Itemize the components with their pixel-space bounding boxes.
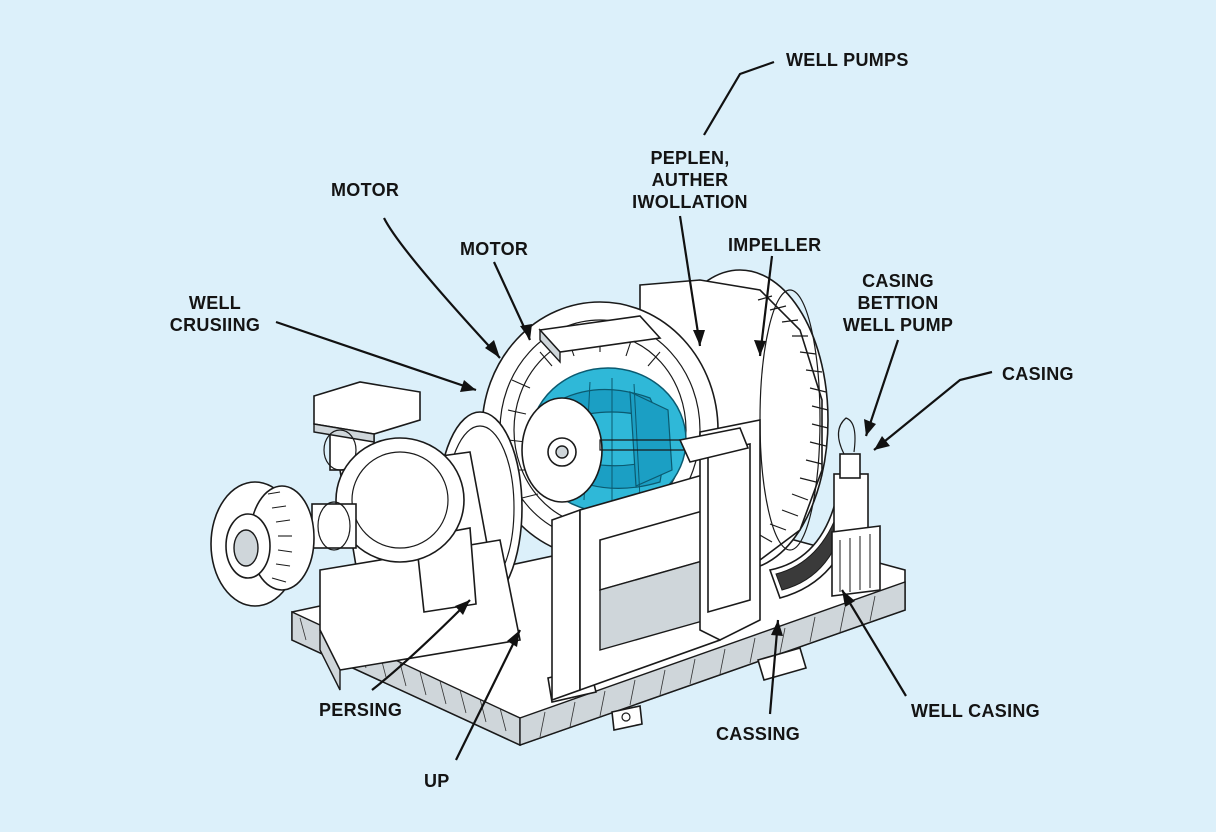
label-up: UP	[424, 771, 450, 791]
label-well-crusiing-line2: CRUSIING	[169, 315, 261, 335]
label-well-crusiing-line1: WELL	[188, 293, 242, 313]
well-casing-pipe	[768, 417, 881, 599]
label-peplen-line1: PEPLEN,	[650, 148, 730, 168]
label-peplen-group: PEPLEN, AUTHER IWOLLATION	[620, 147, 760, 213]
label-casing-right: CASING	[1002, 364, 1074, 384]
left-drive-assembly	[210, 381, 523, 691]
label-motor-inner: MOTOR	[460, 239, 529, 259]
leader-lines	[275, 60, 993, 761]
label-well-pumps: WELL PUMPS	[786, 50, 909, 70]
label-well-crusiing-group: WELL CRUSIING	[160, 292, 270, 336]
label-casing-bettion-line3: WELL PUMP	[842, 315, 954, 335]
support-frame	[551, 419, 761, 702]
label-cassing: CASSING	[716, 724, 801, 744]
label-well-casing: WELL CASING	[911, 701, 1040, 721]
label-motor-upper: MOTOR	[331, 180, 400, 200]
label-peplen-line3: IWOLLATION	[632, 192, 748, 212]
label-impeller: IMPELLER	[728, 235, 822, 255]
label-casing-bettion-line1: CASING	[862, 271, 934, 291]
label-casing-bettion-line2: BETTION	[857, 293, 939, 313]
label-casing-bettion-group: CASING BETTION WELL PUMP	[828, 270, 968, 336]
label-peplen-line2: AUTHER	[651, 170, 729, 190]
label-persing: PERSING	[319, 700, 403, 720]
